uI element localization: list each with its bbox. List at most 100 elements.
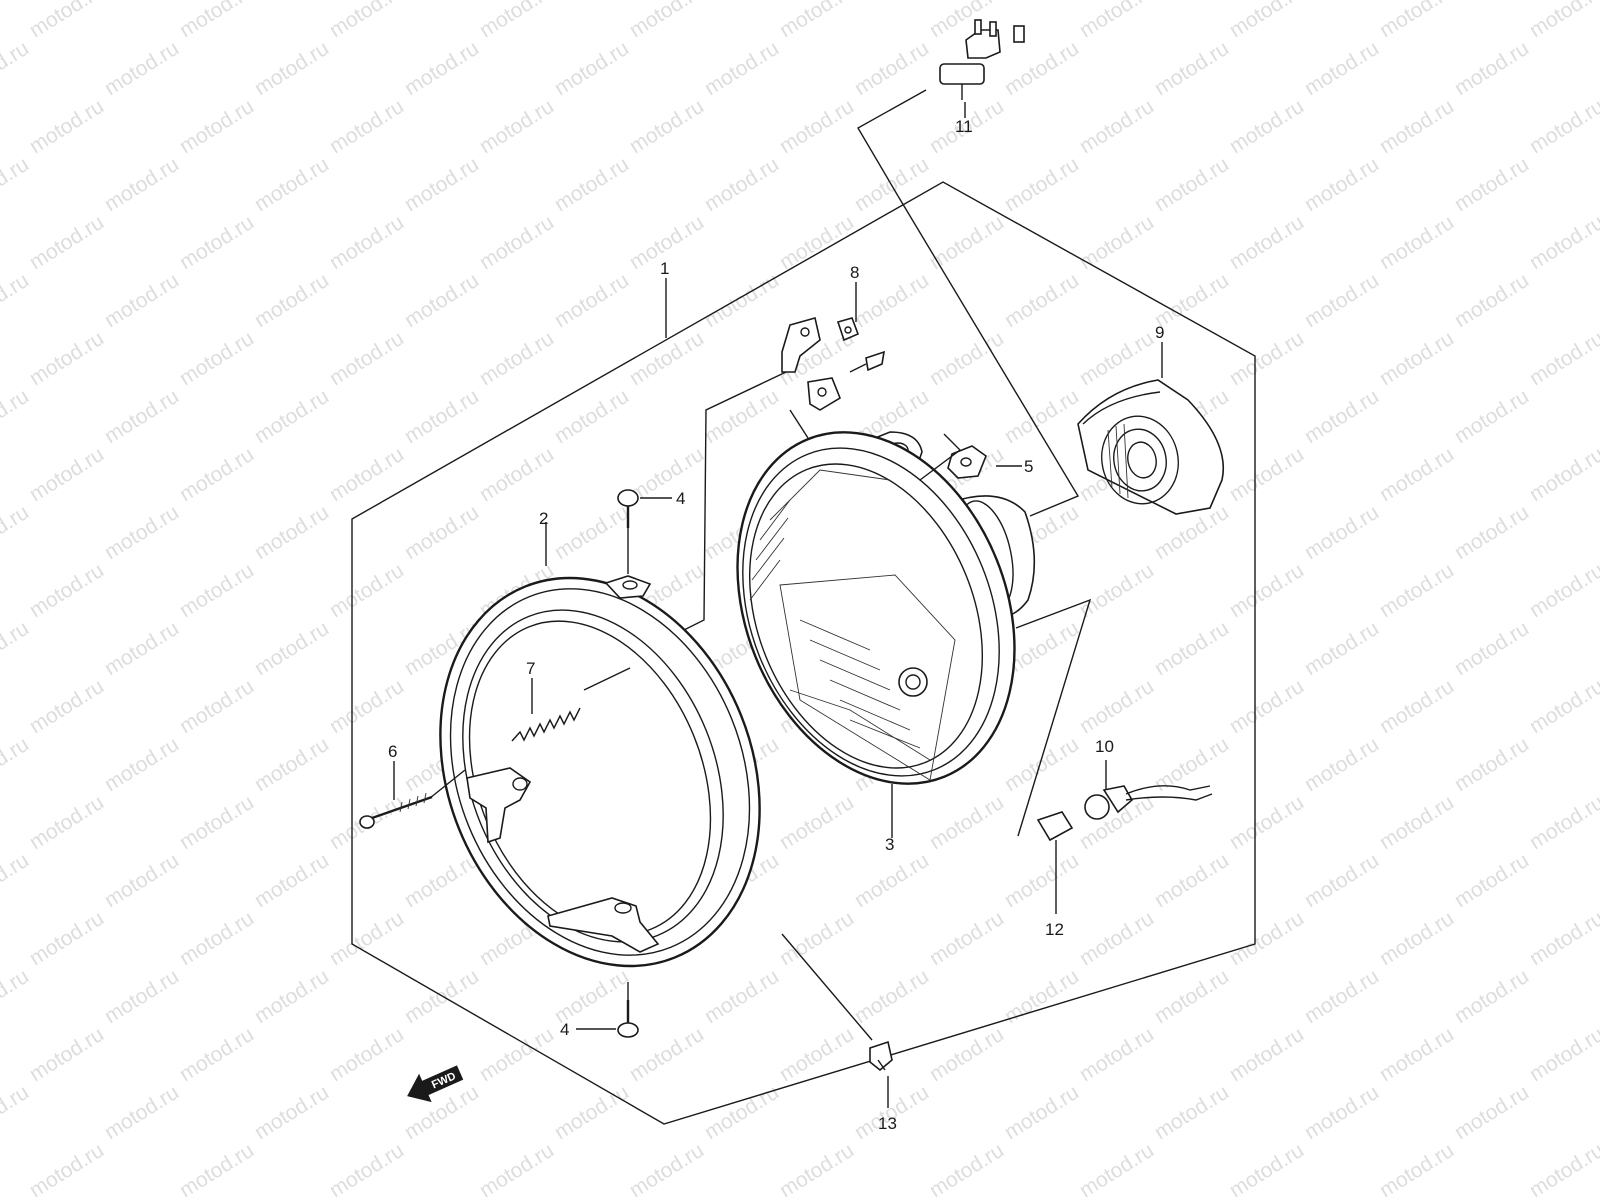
bulb-part-11 [939,19,1025,100]
watermark-text: motod.ru [0,501,33,564]
watermark-text: motod.ru [325,95,407,158]
watermark-text: motod.ru [1000,153,1082,216]
watermark-text: motod.ru [25,1023,107,1086]
headlamp-rim [439,575,761,968]
watermark-text: motod.ru [700,385,782,448]
watermark-text: motod.ru [1075,907,1157,970]
watermark-text: motod.ru [1225,559,1307,622]
watermark-text: motod.ru [1525,443,1600,506]
callout-3: 3 [885,835,894,854]
watermark-text: motod.ru [1375,791,1457,854]
watermark-text: motod.ru [1375,1139,1457,1200]
watermark-text: motod.ru [475,443,557,506]
watermark-text: motod.ru [25,1139,107,1200]
watermark-text: motod.ru [175,791,257,854]
callout-13: 13 [878,1114,897,1133]
watermark-text: motod.ru [1525,95,1600,158]
watermark-text: motod.ru [175,95,257,158]
bulb-part-12 [1036,811,1074,842]
watermark-text: motod.ru [700,965,782,1028]
watermark-text: motod.ru [850,965,932,1028]
watermark-text: motod.ru [1150,1081,1232,1144]
callout-5: 5 [1024,457,1033,476]
watermark-text: motod.ru [1450,965,1532,1028]
watermark-text: motod.ru [1150,153,1232,216]
watermark-text: motod.ru [400,269,482,332]
watermark-text: motod.ru [250,849,332,912]
watermark-text: motod.ru [1150,37,1232,100]
watermark-text: motod.ru [1300,501,1382,564]
watermark-text: motod.ru [100,733,182,796]
watermark-text: motod.ru [850,269,932,332]
watermark-text: motod.ru [100,617,182,680]
screw-part-4-bottom [617,1000,639,1038]
watermark-text: motod.ru [1075,675,1157,738]
watermark-text: motod.ru [550,965,632,1028]
watermark-text: motod.ru [325,211,407,274]
watermark-text: motod.ru [1375,1023,1457,1086]
watermark-text: motod.ru [775,1139,857,1200]
watermark-text: motod.ru [925,907,1007,970]
watermark-text: motod.ru [250,269,332,332]
watermark-text: motod.ru [1000,849,1082,912]
watermark-text: motod.ru [250,37,332,100]
headlamp-housing [1077,379,1224,515]
watermark-text: motod.ru [1525,0,1600,42]
watermark-text: motod.ru [475,0,557,42]
watermark-text: motod.ru [250,385,332,448]
watermark-text: motod.ru [775,907,857,970]
watermark-text: motod.ru [325,327,407,390]
adjust-screw-part-6 [359,792,433,829]
watermark-text: motod.ru [250,617,332,680]
watermark-text: motod.ru [1525,327,1600,390]
nut-part-5 [947,445,987,479]
watermark-text: motod.ru [775,791,857,854]
watermark-text: motod.ru [25,327,107,390]
watermark-text: motod.ru [1225,907,1307,970]
mounting-bracket [781,317,886,411]
watermark-text: motod.ru [1000,37,1082,100]
watermark-text: motod.ru [475,1023,557,1086]
watermark-text: motod.ru [1000,385,1082,448]
watermark-text: motod.ru [1150,849,1232,912]
watermark-text: motod.ru [400,501,482,564]
watermark-text: motod.ru [1525,559,1600,622]
watermark-text: motod.ru [250,1081,332,1144]
watermark-text: motod.ru [1000,733,1082,796]
watermark-text: motod.ru [100,385,182,448]
watermark-text: motod.ru [25,0,107,42]
watermark-text: motod.ru [1450,617,1532,680]
watermark-text: motod.ru [1225,675,1307,738]
watermark-text: motod.ru [1000,965,1082,1028]
watermark-text: motod.ru [475,1139,557,1200]
watermark-text: motod.ru [775,1023,857,1086]
watermark-text: motod.ru [1075,1023,1157,1086]
watermark-text: motod.ru [1375,907,1457,970]
watermark-text: motod.ru [100,1081,182,1144]
watermark-text: motod.ru [1075,1139,1157,1200]
callout-8: 8 [850,263,859,282]
watermark-text: motod.ru [1450,37,1532,100]
watermark-text: motod.ru [1300,37,1382,100]
watermark-text: motod.ru [1150,733,1232,796]
watermark-text: motod.ru [850,37,932,100]
watermark-text: motod.ru [100,965,182,1028]
watermark-text: motod.ru [1300,733,1382,796]
watermark-text: motod.ru [550,1081,632,1144]
watermark-text: motod.ru [1150,965,1232,1028]
watermark-text: motod.ru [1300,385,1382,448]
watermark-text: motod.ru [175,559,257,622]
watermark-text: motod.ru [1450,733,1532,796]
watermark-text: motod.ru [1525,791,1600,854]
watermark-text: motod.ru [0,617,33,680]
watermark-text: motod.ru [0,965,33,1028]
callout-4-bottom: 4 [560,1020,569,1039]
watermark-text: motod.ru [1075,211,1157,274]
watermark-text: motod.ru [1375,0,1457,42]
watermark-text: motod.ru [700,37,782,100]
watermark-text: motod.ru [100,849,182,912]
spring-part-7 [511,707,581,742]
watermark-text: motod.ru [1075,95,1157,158]
watermark-text: motod.ru [1450,501,1532,564]
